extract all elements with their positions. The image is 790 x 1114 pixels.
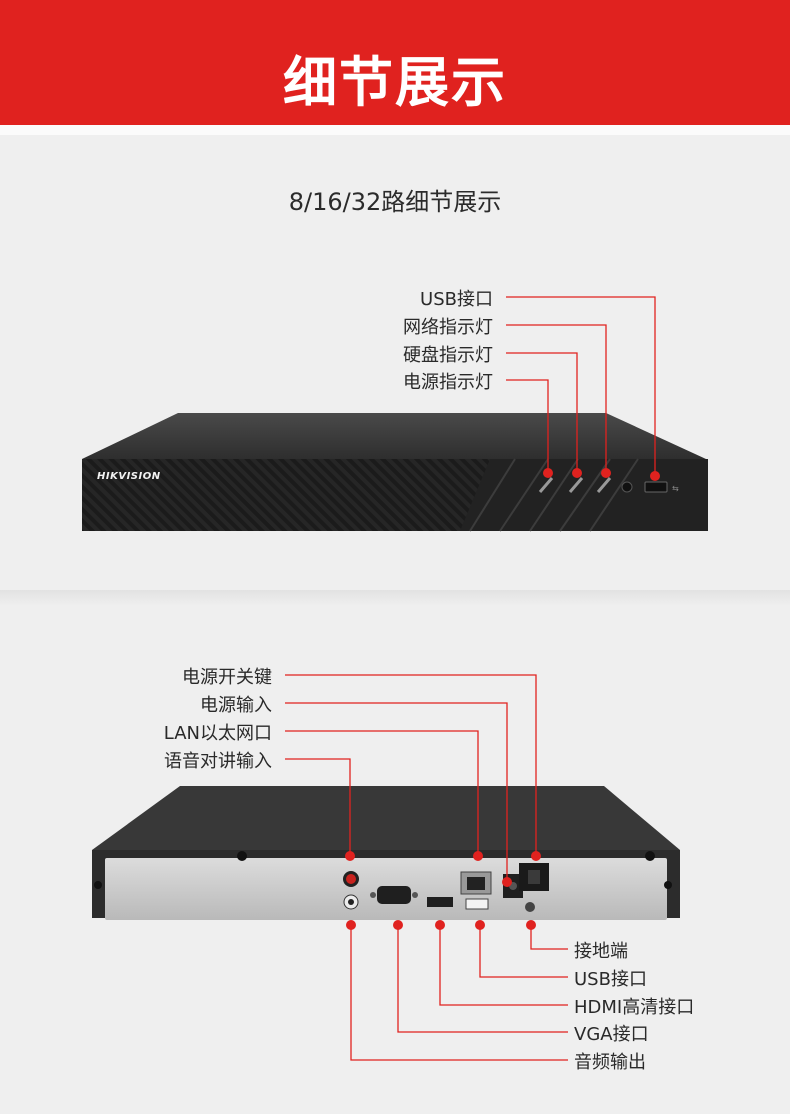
label-usb-port-rear: USB接口: [574, 969, 647, 990]
label-power-input: 电源输入: [200, 695, 272, 716]
nvr-front-view: ⇆: [82, 413, 708, 532]
header-banner: [0, 0, 790, 125]
label-network-indicator: 网络指示灯: [403, 317, 493, 338]
section-title: 8/16/32路细节展示: [288, 188, 502, 216]
label-hdd-indicator: 硬盘指示灯: [403, 345, 493, 366]
label-usb-port-front: USB接口: [420, 289, 493, 310]
brand-logo: HIKVISION: [97, 471, 161, 482]
label-audio-output: 音频输出: [574, 1052, 646, 1073]
label-audio-input: 语音对讲输入: [164, 751, 272, 772]
label-vga-port: VGA接口: [574, 1024, 649, 1045]
header-divider: [0, 125, 790, 135]
label-power-switch: 电源开关键: [182, 667, 272, 688]
label-ground-terminal: 接地端: [574, 941, 628, 962]
label-hdmi-port: HDMI高清接口: [574, 997, 695, 1018]
page-title: 细节展示: [283, 51, 507, 114]
label-power-indicator: 电源指示灯: [403, 372, 493, 393]
section-separator: [0, 590, 790, 606]
nvr-rear-view: [92, 786, 680, 920]
svg-text:⇆: ⇆: [672, 484, 679, 493]
label-lan-port: LAN以太网口: [163, 723, 272, 744]
